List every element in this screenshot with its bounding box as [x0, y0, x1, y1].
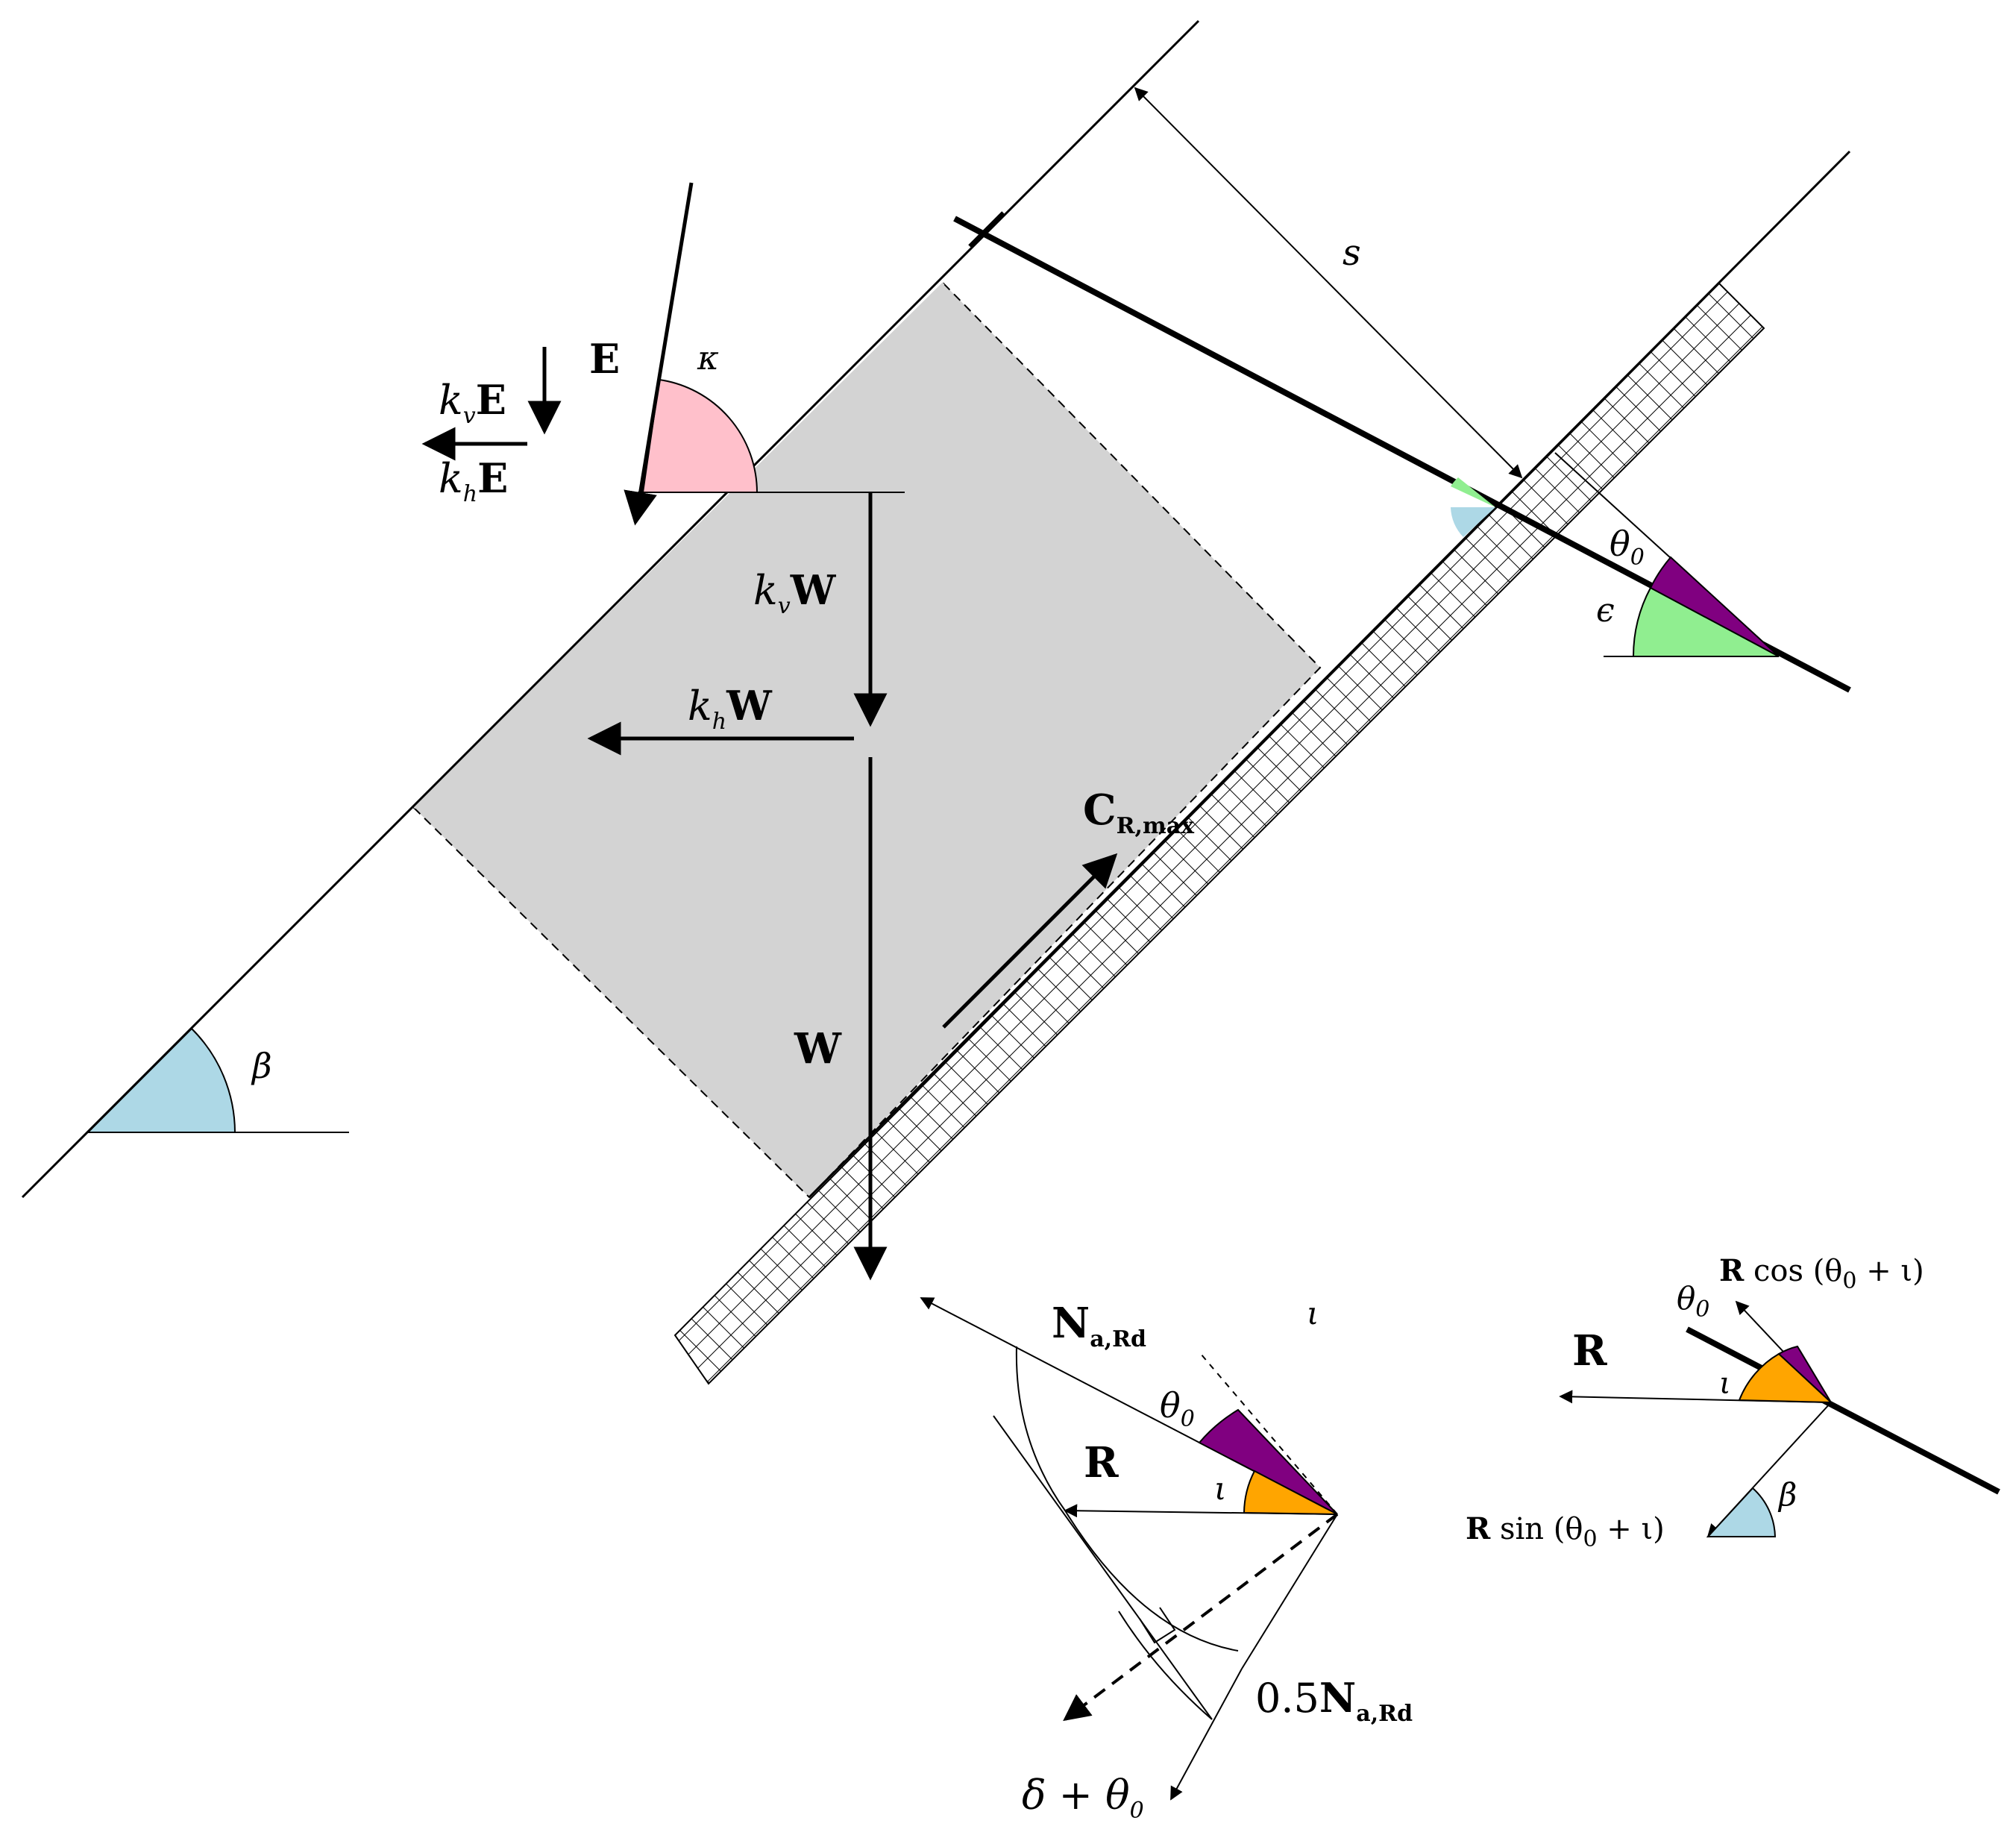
R-cos-label: R cos (θ0 + ι) [1719, 1253, 1924, 1294]
slope-surface-line [21, 19, 1200, 1199]
anchor-head-tick [968, 211, 1005, 248]
R-label-right: R [1572, 1326, 1607, 1376]
half-NaRd-label: 0.5Na,Rd [1255, 1674, 1413, 1727]
dashed-bisector-arrow [1063, 1513, 1339, 1722]
delta-theta0-arrow [1170, 1668, 1243, 1801]
s-dimension-arrow [1134, 87, 1523, 479]
centre-theta0-label: θ0 [1160, 1385, 1195, 1432]
right-beta-label: β [1777, 1476, 1797, 1513]
beta-angle-fill [86, 1027, 236, 1133]
centre-iota-angle-fill [1243, 1470, 1338, 1515]
iota-label-top: ι [1307, 1295, 1319, 1332]
E-label: E [589, 335, 620, 383]
right-iota-label: ι [1719, 1367, 1731, 1401]
arc-bottom-construction [1118, 1611, 1213, 1720]
right-theta0-label: θ0 [1677, 1280, 1709, 1323]
kappa-angle-fill [641, 378, 759, 493]
right-iota-angle-fill [1738, 1352, 1833, 1404]
W-label: W [794, 1024, 842, 1073]
beta-label: β [251, 1046, 272, 1086]
CRmax-arrow [942, 853, 1118, 1029]
theta0-label: θ0 [1610, 524, 1645, 571]
tangent-line [993, 1415, 1213, 1720]
khE-label: khE [439, 454, 508, 507]
right-angle-marker [1139, 1607, 1176, 1644]
half-NaRd-line [1241, 1514, 1338, 1669]
arc-R-construction [1015, 1346, 1066, 1511]
block-top-edge [412, 282, 945, 809]
right-beta-angle-fill [1706, 1487, 1777, 1537]
theta0-angle-fill [1649, 556, 1780, 657]
kvW-label: kvW [753, 566, 837, 619]
CRmax-label: CR,max [1083, 785, 1195, 839]
epsilon-label: ϵ [1596, 592, 1615, 630]
soil-block [412, 282, 1322, 1199]
delta-theta0-label: δ + θ0 [1022, 1772, 1144, 1824]
epsilon-angle-fill [1632, 586, 1780, 657]
right-anchor-segment [1686, 1326, 2000, 1495]
small-beta-angle-fill [1451, 507, 1495, 537]
khW-label: khW [688, 682, 773, 735]
R-sin-label: R sin (θ0 + ι) [1466, 1511, 1665, 1552]
small-epsilon-angle-fill [1451, 477, 1495, 507]
arc-lower-construction [1064, 1510, 1239, 1652]
kvE-label: kvE [439, 376, 506, 429]
centre-iota-label: ι [1214, 1470, 1226, 1507]
s-label: s [1343, 232, 1361, 274]
slip-plane-line [808, 150, 1851, 1199]
R-label-centre: R [1084, 1438, 1119, 1487]
centre-theta0-angle-fill [1198, 1408, 1338, 1515]
kappa-label: κ [697, 339, 719, 377]
E-force-arrow [624, 182, 694, 526]
rock-mass-hatching [673, 282, 1765, 1385]
NaRd-label: Na,Rd [1052, 1299, 1146, 1352]
